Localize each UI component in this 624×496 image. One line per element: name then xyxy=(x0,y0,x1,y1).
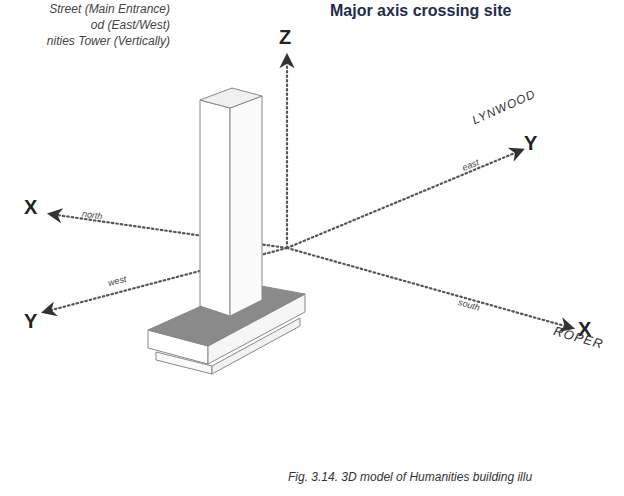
direction-label: west xyxy=(107,274,127,288)
z-axis xyxy=(286,56,288,248)
axis-note: od (East/West) xyxy=(91,18,170,32)
axis-letter: Y xyxy=(24,310,37,333)
figure-title: Major axis crossing site xyxy=(330,2,511,20)
building-model xyxy=(148,88,305,374)
direction-label: south xyxy=(457,297,481,313)
axis-note: Street (Main Entrance) xyxy=(49,2,170,16)
x-axis-south xyxy=(287,248,572,328)
figure-caption: Fig. 3.14. 3D model of Humanities buildi… xyxy=(288,470,532,484)
y-axis-east xyxy=(287,150,522,248)
street-label: LYNWOOD xyxy=(470,87,538,127)
axis-note: nities Tower (Vertically) xyxy=(47,34,170,48)
axis-letter: X xyxy=(24,196,37,219)
axis-letter: Y xyxy=(524,132,537,155)
axis-letter: Z xyxy=(279,26,291,49)
